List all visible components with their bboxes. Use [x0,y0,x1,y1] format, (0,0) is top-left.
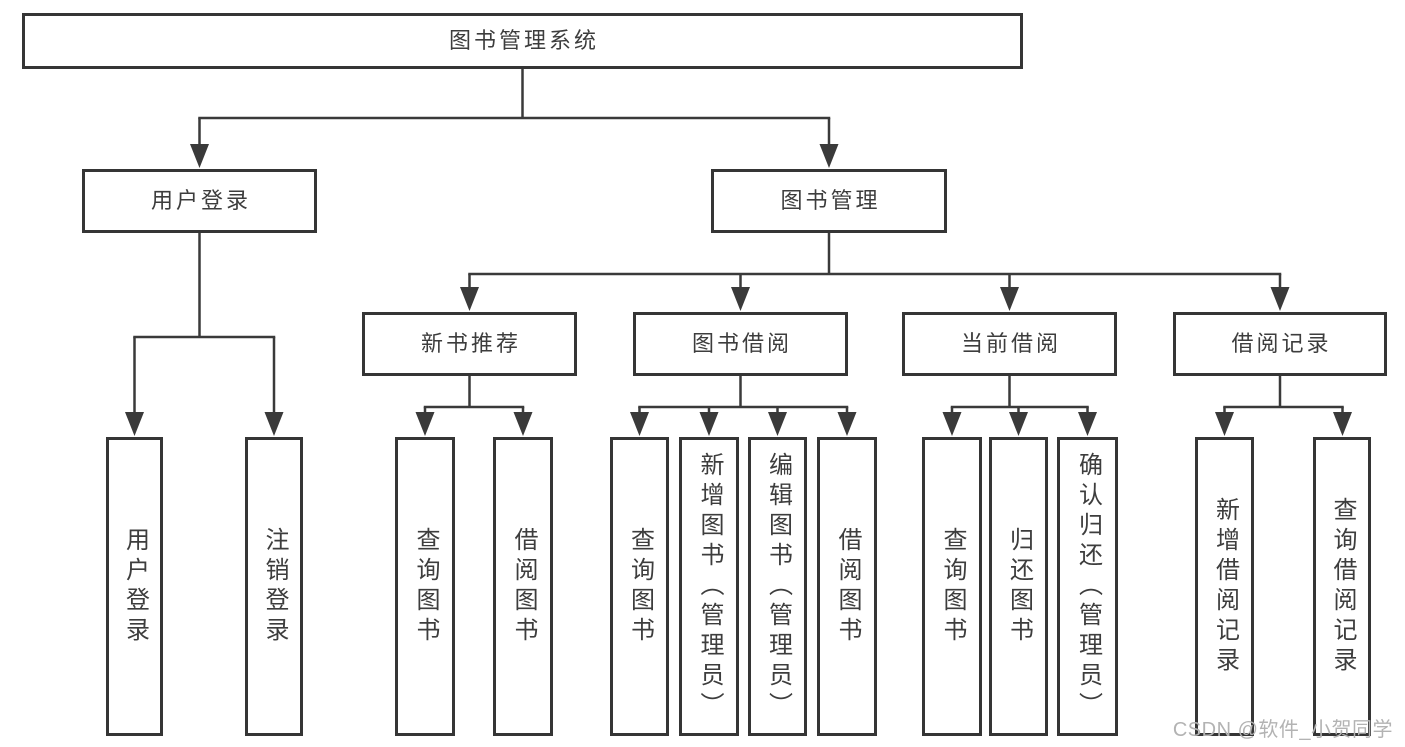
leaf-borrow-add-books-admin: 新增图书（管理员） [679,437,739,736]
leaf-recommend-query-books: 查询图书 [395,437,455,736]
leaf-current-confirm-return-admin: 确认归还（管理员） [1057,437,1118,736]
leaf-borrow-borrow-books: 借阅图书 [817,437,877,736]
leaf-user-login: 用户登录 [106,437,163,736]
node-book-borrow: 图书借阅 [633,312,848,376]
arrowheads [125,144,1352,436]
watermark: CSDN @软件_小贺同学 [1172,719,1393,741]
node-current-borrow: 当前借阅 [902,312,1117,376]
leaf-borrow-query-books: 查询图书 [610,437,669,736]
leaf-borrow-edit-books-admin: 编辑图书（管理员） [748,437,807,736]
node-new-book-recommend: 新书推荐 [362,312,577,376]
node-user-login: 用户登录 [82,169,317,233]
leaf-current-return-books: 归还图书 [989,437,1048,736]
leaf-records-add-record: 新增借阅记录 [1195,437,1254,736]
connector-arrow-stubs [133,118,1344,414]
node-book-management: 图书管理 [711,169,947,233]
leaf-current-query-books: 查询图书 [922,437,982,736]
leaf-records-query-record: 查询借阅记录 [1313,437,1371,736]
node-root: 图书管理系统 [22,13,1023,69]
node-borrow-records: 借阅记录 [1173,312,1387,376]
connector-trunks [133,67,1344,409]
leaf-logout: 注销登录 [245,437,303,736]
leaf-recommend-borrow-books: 借阅图书 [493,437,553,736]
